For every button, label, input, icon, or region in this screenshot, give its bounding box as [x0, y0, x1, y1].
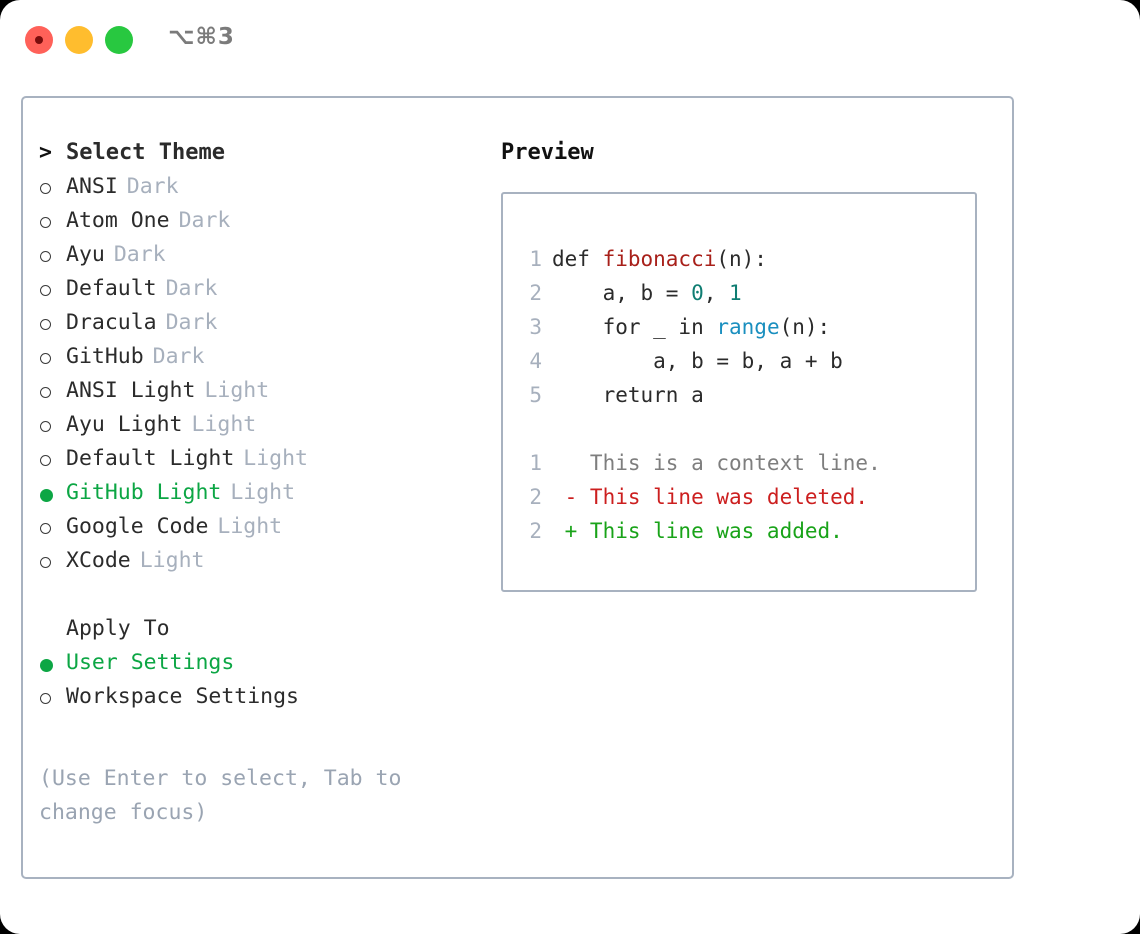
- theme-list-item[interactable]: Dracula Dark: [39, 306, 469, 340]
- theme-list-item[interactable]: Ayu Light Light: [39, 408, 469, 442]
- theme-name-label: ANSI Light: [66, 378, 196, 403]
- code-token: a, b =: [552, 281, 692, 305]
- maximize-button[interactable]: [105, 26, 133, 54]
- line-number: 1: [529, 247, 542, 271]
- code-token: ,: [703, 281, 730, 305]
- code-token: def: [552, 247, 603, 271]
- theme-variant-label: Light: [230, 480, 296, 505]
- theme-variant-label: Dark: [178, 208, 231, 233]
- theme-variant-label: Light: [139, 548, 205, 573]
- code-token: 1: [729, 281, 742, 305]
- diff-line: 2 + This line was added.: [516, 514, 969, 548]
- code-line: 5 return a: [516, 378, 969, 412]
- theme-name-label: Dracula: [66, 310, 157, 335]
- code-line-text: a, b = b, a + b: [552, 344, 843, 378]
- line-number: 3: [529, 315, 542, 339]
- line-number: 5: [529, 383, 542, 407]
- code-token: (n):: [716, 247, 767, 271]
- diff-snippet: 1 This is a context line.2 - This line w…: [516, 446, 969, 548]
- list-spacer: [39, 578, 469, 612]
- theme-name-label: Ayu: [66, 242, 105, 267]
- theme-list-item[interactable]: Default Dark: [39, 272, 469, 306]
- theme-list-item[interactable]: Ayu Dark: [39, 238, 469, 272]
- code-line-text: a, b = 0, 1: [552, 276, 742, 310]
- code-line: 3 for _ in range(n):: [516, 310, 969, 344]
- code-token: range: [716, 315, 780, 339]
- theme-variant-label: Dark: [165, 310, 218, 335]
- preview-title: Preview: [501, 140, 594, 165]
- code-line-text: for _ in range(n):: [552, 310, 831, 344]
- diff-line-text: This is a context line.: [552, 451, 881, 475]
- minimize-button[interactable]: [65, 26, 93, 54]
- theme-list-item[interactable]: GitHub Dark: [39, 340, 469, 374]
- theme-name-label: Ayu Light: [66, 412, 183, 437]
- theme-name-label: GitHub Light: [66, 480, 222, 505]
- line-number: 1: [529, 451, 542, 475]
- theme-list-item[interactable]: Atom One Dark: [39, 204, 469, 238]
- code-token: a, b = b, a + b: [552, 349, 843, 373]
- code-line: 4 a, b = b, a + b: [516, 344, 969, 378]
- theme-variant-label: Dark: [152, 344, 205, 369]
- code-token: 0: [691, 281, 704, 305]
- code-token: (n):: [779, 315, 831, 339]
- theme-variant-label: Dark: [113, 242, 166, 267]
- apply-to-item[interactable]: Workspace Settings: [39, 680, 469, 714]
- theme-name-label: Google Code: [66, 514, 209, 539]
- diff-line: 2 - This line was deleted.: [516, 480, 969, 514]
- code-line-text: return a: [552, 378, 704, 412]
- window-titlebar: ⌥⌘3: [0, 0, 1140, 80]
- apply-to-item[interactable]: User Settings: [39, 646, 469, 680]
- cursor-caret-icon: >: [39, 140, 52, 165]
- code-token: fibonacci: [602, 247, 717, 271]
- theme-name-label: Default: [66, 276, 157, 301]
- theme-name-label: Default Light: [66, 446, 235, 471]
- code-token: for _ in: [552, 315, 717, 339]
- select-theme-header: > Select Theme: [39, 136, 469, 170]
- theme-variant-label: Light: [191, 412, 257, 437]
- code-blank-line: [516, 412, 969, 446]
- code-line: 2 a, b = 0, 1: [516, 276, 969, 310]
- apply-to-header: Apply To: [39, 612, 469, 646]
- line-number: 2: [529, 519, 542, 543]
- code-line: 1 def fibonacci(n):: [516, 242, 969, 276]
- line-number: 2: [529, 485, 542, 509]
- select-theme-title: Select Theme: [66, 140, 225, 165]
- theme-variant-label: Light: [217, 514, 283, 539]
- theme-variant-label: Dark: [165, 276, 218, 301]
- theme-list-item[interactable]: XCode Light: [39, 544, 469, 578]
- theme-variant-label: Light: [243, 446, 309, 471]
- keyboard-hint-text: (Use Enter to select, Tab to change focu…: [39, 766, 402, 825]
- code-token: return a: [552, 383, 704, 407]
- theme-list-item[interactable]: ANSI Dark: [39, 170, 469, 204]
- apply-to-label: User Settings: [66, 650, 235, 675]
- apply-to-label: Workspace Settings: [66, 684, 299, 709]
- recording-indicator-icon: [35, 36, 43, 44]
- line-number: 4: [529, 349, 542, 373]
- apply-to-title: Apply To: [66, 616, 170, 641]
- theme-list-item[interactable]: Default Light Light: [39, 442, 469, 476]
- line-number: 2: [529, 281, 542, 305]
- keyboard-shortcut-label: ⌥⌘3: [168, 24, 235, 50]
- theme-name-label: GitHub: [66, 344, 144, 369]
- theme-list-item[interactable]: GitHub Light Light: [39, 476, 469, 510]
- diff-line-text: + This line was added.: [552, 519, 843, 543]
- diff-line: 1 This is a context line.: [516, 446, 969, 480]
- theme-name-label: ANSI: [66, 174, 118, 199]
- theme-list-item[interactable]: ANSI Light Light: [39, 374, 469, 408]
- theme-variant-label: Light: [204, 378, 270, 403]
- diff-line-text: - This line was deleted.: [552, 485, 869, 509]
- theme-list-item[interactable]: Google Code Light: [39, 510, 469, 544]
- code-line-text: def fibonacci(n):: [552, 242, 767, 276]
- theme-name-label: Atom One: [66, 208, 170, 233]
- theme-variant-label: Dark: [126, 174, 179, 199]
- theme-name-label: XCode: [66, 548, 131, 573]
